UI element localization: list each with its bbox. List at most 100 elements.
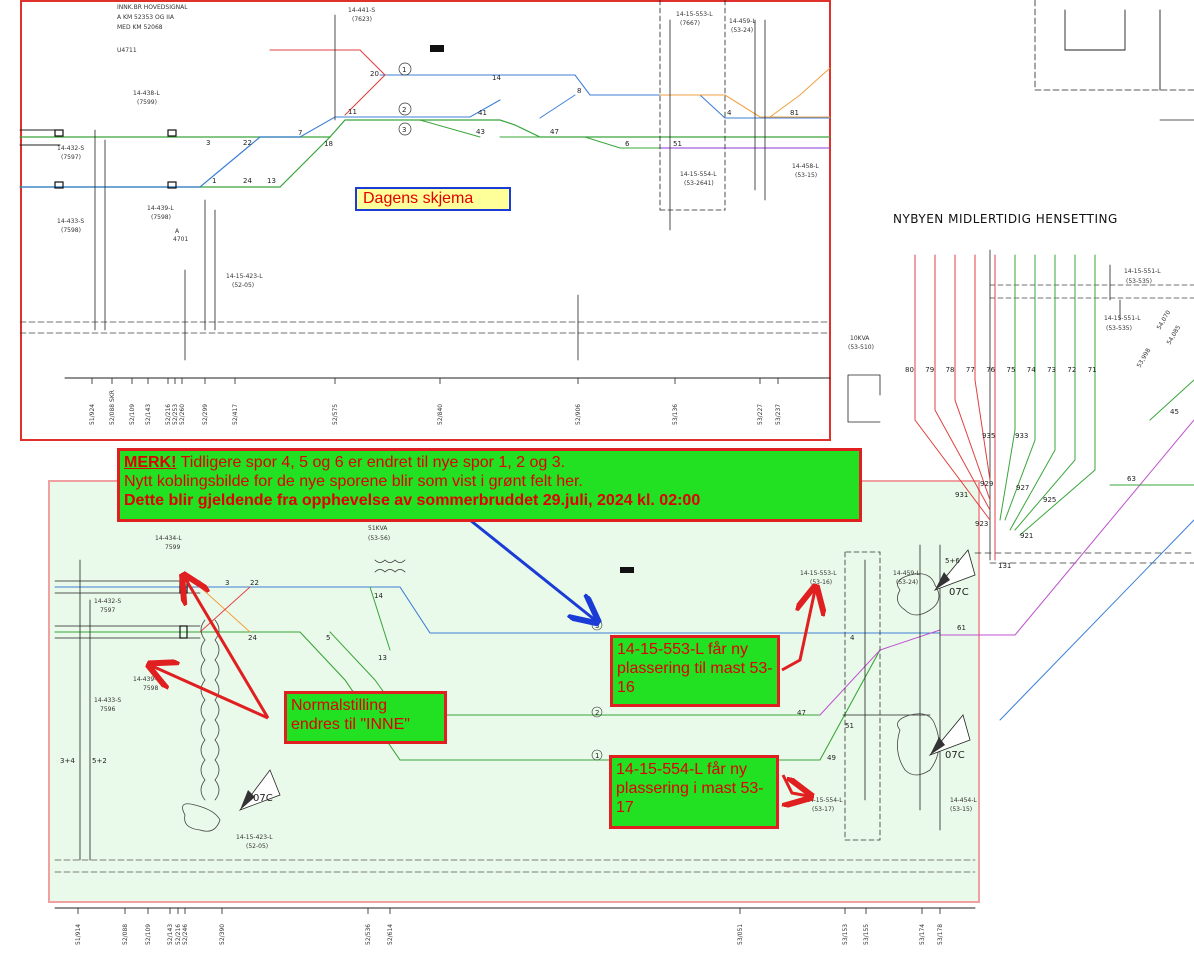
device-14-15-551-l-a: 14-15-551-L: [1124, 268, 1161, 275]
svg-text:(53-15): (53-15): [795, 172, 817, 179]
green-track-main: [19, 119, 831, 138]
note-553-relocation: 14-15-553-L får ny plassering til mast 5…: [610, 635, 780, 707]
device-14-15-553-l: 14-15-553-L: [676, 11, 713, 18]
new-device-14-459-l: 14-459-L: [893, 570, 920, 577]
merk-lead: MERK!: [124, 454, 177, 471]
svg-text:(53-535): (53-535): [1106, 325, 1132, 332]
device-14-438-l: 14-438-L: [133, 90, 160, 97]
svg-text:(53-535): (53-535): [1126, 278, 1152, 285]
svg-text:61: 61: [957, 624, 966, 632]
note-normal-position: Normalstilling endres til "INNE": [284, 691, 447, 744]
svg-text:927: 927: [1016, 484, 1029, 492]
svg-text:51: 51: [673, 140, 682, 148]
c554-arrow: [783, 774, 808, 796]
device-14-15-551-l-b: 14-15-551-L: [1104, 315, 1141, 322]
normal-arrow-2: [152, 666, 269, 720]
bottom-km-label: 52/614: [387, 924, 394, 945]
merk-line-1: Tidligere spor 4, 5 og 6 er endret til n…: [176, 454, 566, 471]
bottom-km-label: 52/143: [167, 924, 174, 945]
merk-line-3: Dette blir gjeldende fra opphevelse av s…: [124, 492, 701, 509]
bottom-km-label: 53/153: [842, 924, 849, 945]
svg-text:11: 11: [348, 108, 357, 116]
svg-text:(53-24): (53-24): [896, 579, 918, 586]
svg-text:(7598): (7598): [61, 227, 81, 234]
top-km-label: 52/260: [179, 404, 186, 425]
top-km-label: 53/136: [672, 404, 679, 425]
svg-text:45: 45: [1170, 408, 1179, 416]
bottom-km-label: 52/390: [219, 924, 226, 945]
svg-text:(53-24): (53-24): [731, 27, 753, 34]
svg-text:929: 929: [980, 480, 993, 488]
svg-text:933: 933: [1015, 432, 1028, 440]
top-km-label: 52/906: [575, 404, 582, 425]
bottom-km-label: 53/174: [919, 924, 926, 945]
device-14-15-423-l: 14-15-423-L: [226, 273, 263, 280]
svg-text:6: 6: [625, 140, 630, 148]
svg-text:3: 3: [225, 579, 229, 587]
c553-arrow: [781, 590, 815, 672]
svg-text:13: 13: [267, 177, 276, 185]
svg-text:22: 22: [243, 139, 252, 147]
new-device-14-433-s: 14-433-S: [94, 697, 121, 704]
new-device-14-15-554-l: 14-15-554-L: [806, 797, 843, 804]
new-device-14-454-l: 14-454-L: [950, 797, 977, 804]
bottom-km-label: 52/088: [122, 924, 129, 945]
svg-text:51: 51: [845, 722, 854, 730]
svg-text:(53-17): (53-17): [812, 806, 834, 813]
svg-text:3+4: 3+4: [60, 757, 75, 765]
new-layout-panel: [48, 480, 980, 903]
svg-text:20: 20: [370, 70, 379, 78]
svg-text:(53-15): (53-15): [950, 806, 972, 813]
new-diagram: 07C 07C 07C 3 2 1 3 22 24 5 13 14 47 51 …: [54, 525, 977, 909]
tag-07c-1: 07C: [253, 793, 273, 804]
svg-text:(53-510): (53-510): [848, 344, 874, 351]
track-number: 76: [986, 366, 995, 374]
bottom-km-label: 52/536: [365, 924, 372, 945]
track-number: 79: [925, 366, 934, 374]
merk-note: MERK! Tidligere spor 4, 5 og 6 er endret…: [117, 448, 862, 522]
svg-text:(7667): (7667): [680, 20, 700, 27]
top-km-label: 53/237: [775, 404, 782, 425]
svg-text:13: 13: [378, 654, 387, 662]
top-km-label: 52/088 SKR: [109, 390, 116, 425]
right-yard: 54,070 54,085 53,998 45 63 935 933 929 9…: [847, 0, 1194, 721]
top-km-label: 52/575: [332, 404, 339, 425]
new-device-14-432-s: 14-432-S: [94, 598, 121, 605]
svg-text:7598: 7598: [143, 685, 158, 692]
svg-text:3: 3: [402, 126, 406, 134]
svg-text:1: 1: [402, 66, 406, 74]
svg-text:921: 921: [1020, 532, 1033, 540]
svg-text:41: 41: [478, 109, 487, 117]
bottom-km-label: 52/246: [182, 924, 189, 945]
merk-line-2: Nytt koblingsbilde for de nye sporene bl…: [124, 473, 583, 490]
header-line-3: MED KM 52068: [117, 24, 163, 31]
red-track: [269, 49, 386, 116]
device-14-441-s: 14-441-S: [348, 7, 375, 14]
svg-text:(7623): (7623): [352, 16, 372, 23]
blue-track-lower: [19, 136, 301, 188]
bottom-km-label: 53/051: [737, 924, 744, 945]
bottom-km-label: 53/178: [937, 924, 944, 945]
svg-text:14: 14: [492, 74, 501, 82]
bottom-km-label: 52/109: [145, 924, 152, 945]
svg-text:(7598): (7598): [151, 214, 171, 221]
svg-text:(52-05): (52-05): [232, 282, 254, 289]
top-km-label: 51/924: [89, 404, 96, 425]
svg-text:5+6: 5+6: [945, 557, 960, 565]
bottom-km-label: 52/216: [175, 924, 182, 945]
new-device-14-15-423-l: 14-15-423-L: [236, 834, 273, 841]
svg-text:14: 14: [374, 592, 383, 600]
track-number: 71: [1088, 366, 1097, 374]
track-number: 75: [1007, 366, 1016, 374]
svg-text:(7599): (7599): [137, 99, 157, 106]
svg-text:24: 24: [248, 634, 257, 642]
bottom-km-label: 53/155: [863, 924, 870, 945]
bottom-km-label: 51/914: [75, 924, 82, 945]
tag-07c-3: 07C: [945, 750, 965, 761]
track-number: 74: [1027, 366, 1036, 374]
svg-text:7596: 7596: [100, 706, 115, 713]
header-line-2: A KM 52353 OG IIA: [117, 14, 175, 21]
svg-text:49: 49: [827, 754, 836, 762]
